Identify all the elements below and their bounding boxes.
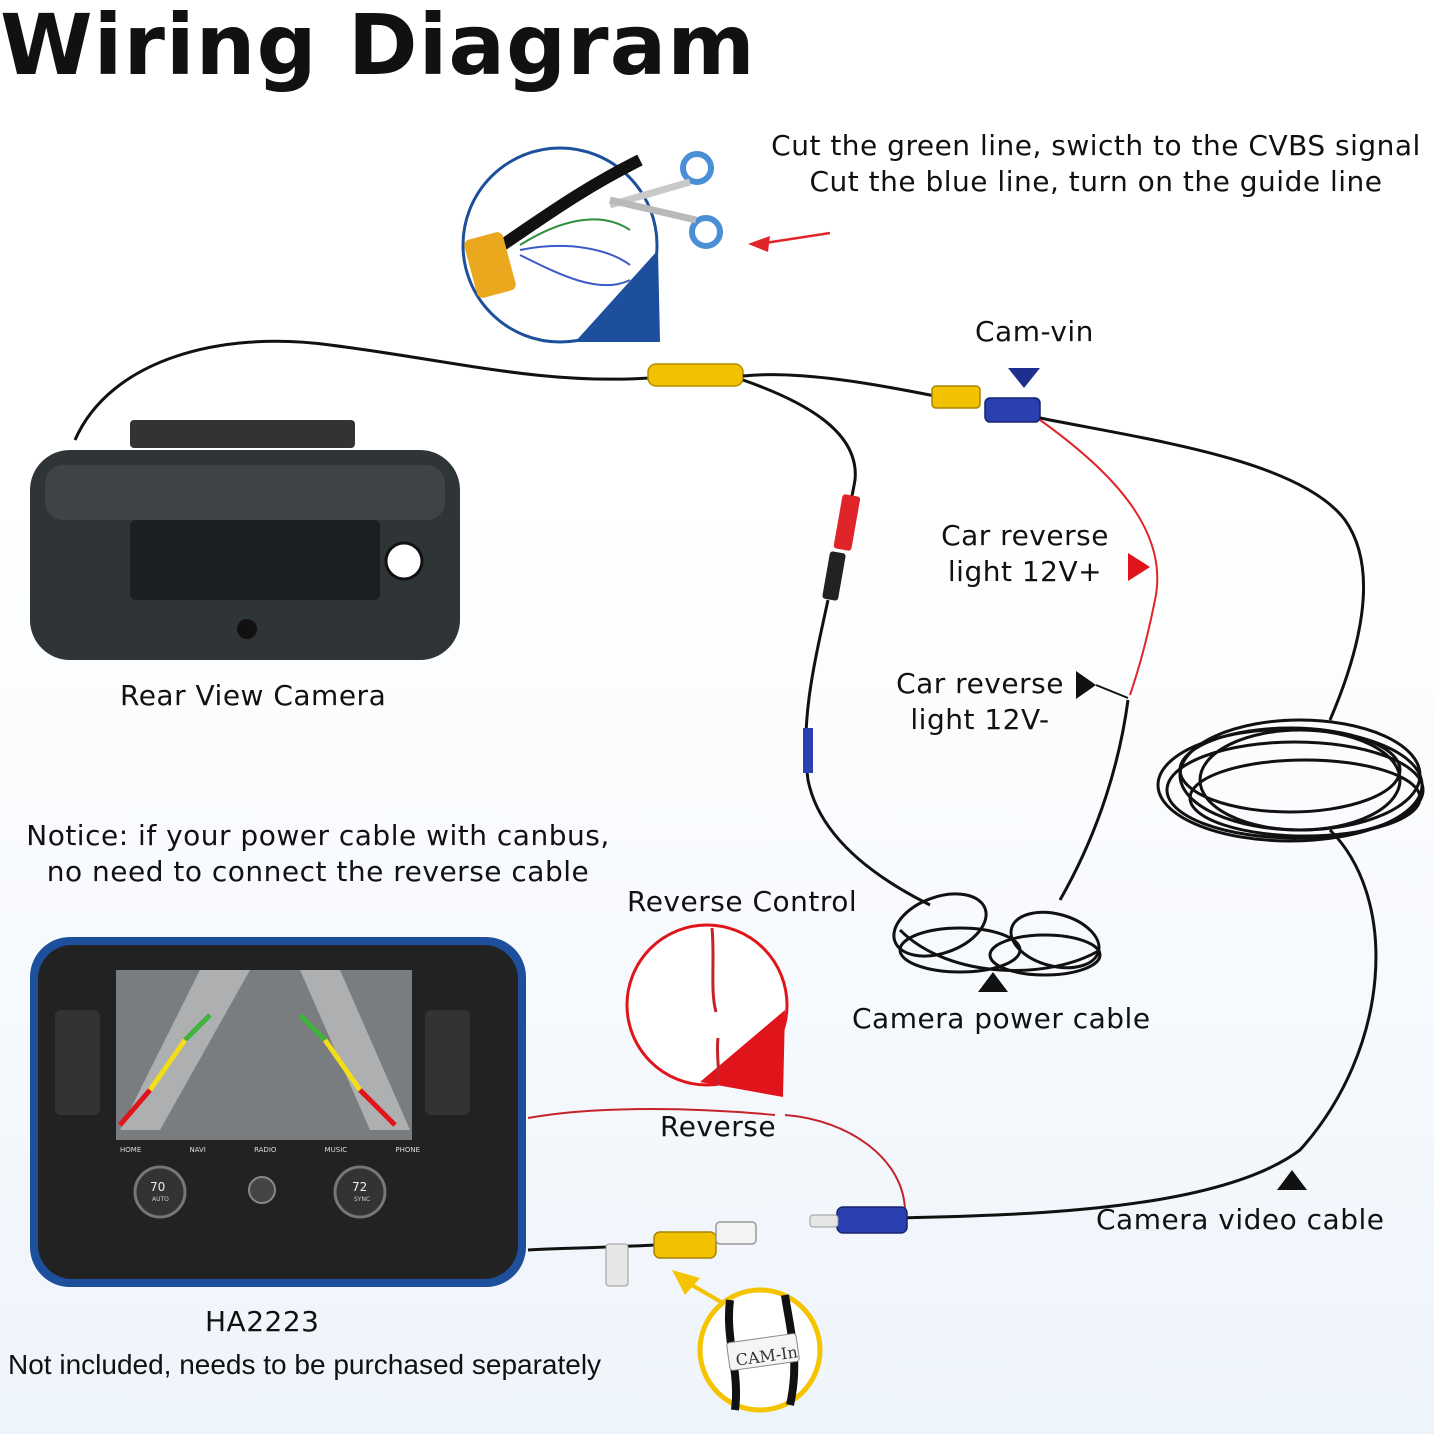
reverse-control-callout xyxy=(625,923,789,1097)
model-label: HA2223 xyxy=(205,1305,320,1338)
head-unit-video-wire xyxy=(527,1243,656,1252)
cam-vin-label: Cam-vin xyxy=(975,315,1094,348)
cut-instruction-1: Cut the green line, swicth to the CVBS s… xyxy=(771,129,1421,162)
car-reverse-neg-label: Car reverse light 12V- xyxy=(896,667,1064,736)
cut-instruction-2: Cut the blue line, turn on the guide lin… xyxy=(809,165,1383,198)
scissors-icon xyxy=(609,151,723,249)
cut-callout xyxy=(461,146,723,344)
camera-video-cable-label: Camera video cable xyxy=(1096,1203,1385,1236)
head-unit-graphic xyxy=(30,937,526,1287)
camera-cable xyxy=(73,339,651,441)
dc-connector-red xyxy=(833,494,861,551)
camera-power-cable-label: Camera power cable xyxy=(852,1002,1151,1035)
power-lead-lower xyxy=(804,599,931,907)
cam-vin-yellow-rca xyxy=(931,385,981,409)
phone-button: PHONE xyxy=(395,1146,420,1154)
cam-vin-blue-rca xyxy=(984,397,1041,423)
auto-label: AUTO xyxy=(152,1196,169,1203)
notice-text: Notice: if your power cable with canbus,… xyxy=(26,819,610,888)
cam-in-callout: CAM-In xyxy=(697,1287,823,1413)
reverse-pos-arrow-icon xyxy=(1128,553,1150,581)
reverse-12v-neg-wire xyxy=(1058,699,1130,901)
cut-instructions: Cut the green line, swicth to the CVBS s… xyxy=(760,128,1432,200)
dc-connector-black xyxy=(822,551,846,601)
navi-button: NAVI xyxy=(189,1146,206,1154)
power-cable-coil xyxy=(892,892,1102,977)
car-reverse-pos-label: Car reverse light 12V+ xyxy=(941,519,1109,588)
reverse-control-label: Reverse Control xyxy=(627,885,858,918)
head-unit-yellow-rca xyxy=(653,1231,717,1259)
rear-view-camera-label: Rear View Camera xyxy=(120,679,387,712)
rear-view-camera-graphic xyxy=(30,420,460,660)
camera-blue-rca xyxy=(836,1206,908,1234)
cam-vin-arrow-icon xyxy=(1008,368,1040,388)
radio-button: RADIO xyxy=(254,1146,277,1154)
cam-in-tag xyxy=(605,1243,629,1287)
cable-coil xyxy=(1156,718,1425,843)
page-title: Wiring Diagram xyxy=(0,0,756,94)
long-video-cable xyxy=(1039,416,1365,721)
yellow-pointer-arrow-icon xyxy=(672,1270,700,1295)
power-cable-arrow-icon xyxy=(978,972,1008,992)
red-pointer-arrow-icon xyxy=(748,236,770,252)
temp-left: 70 xyxy=(150,1180,166,1194)
yellow-splitter xyxy=(647,363,744,387)
temp-right: 72 xyxy=(352,1180,368,1194)
head-unit-screen-buttons: HOME NAVI RADIO MUSIC PHONE xyxy=(120,1146,420,1154)
reverse-label: Reverse xyxy=(660,1110,777,1143)
reverse-neg-arrow-icon xyxy=(1076,671,1096,699)
not-included-label: Not included, needs to be purchased sepa… xyxy=(8,1349,602,1380)
reverse-12v-pos-wire xyxy=(1039,419,1159,696)
reverse-wire xyxy=(527,1108,776,1119)
video-cable-arrow-icon xyxy=(1277,1170,1307,1190)
sync-label: SYNC xyxy=(354,1196,371,1203)
home-button: HOME xyxy=(120,1146,142,1154)
music-button: MUSIC xyxy=(324,1146,348,1154)
power-lead xyxy=(742,378,857,531)
video-cable-lower xyxy=(899,828,1378,1220)
video-wire xyxy=(742,373,936,398)
